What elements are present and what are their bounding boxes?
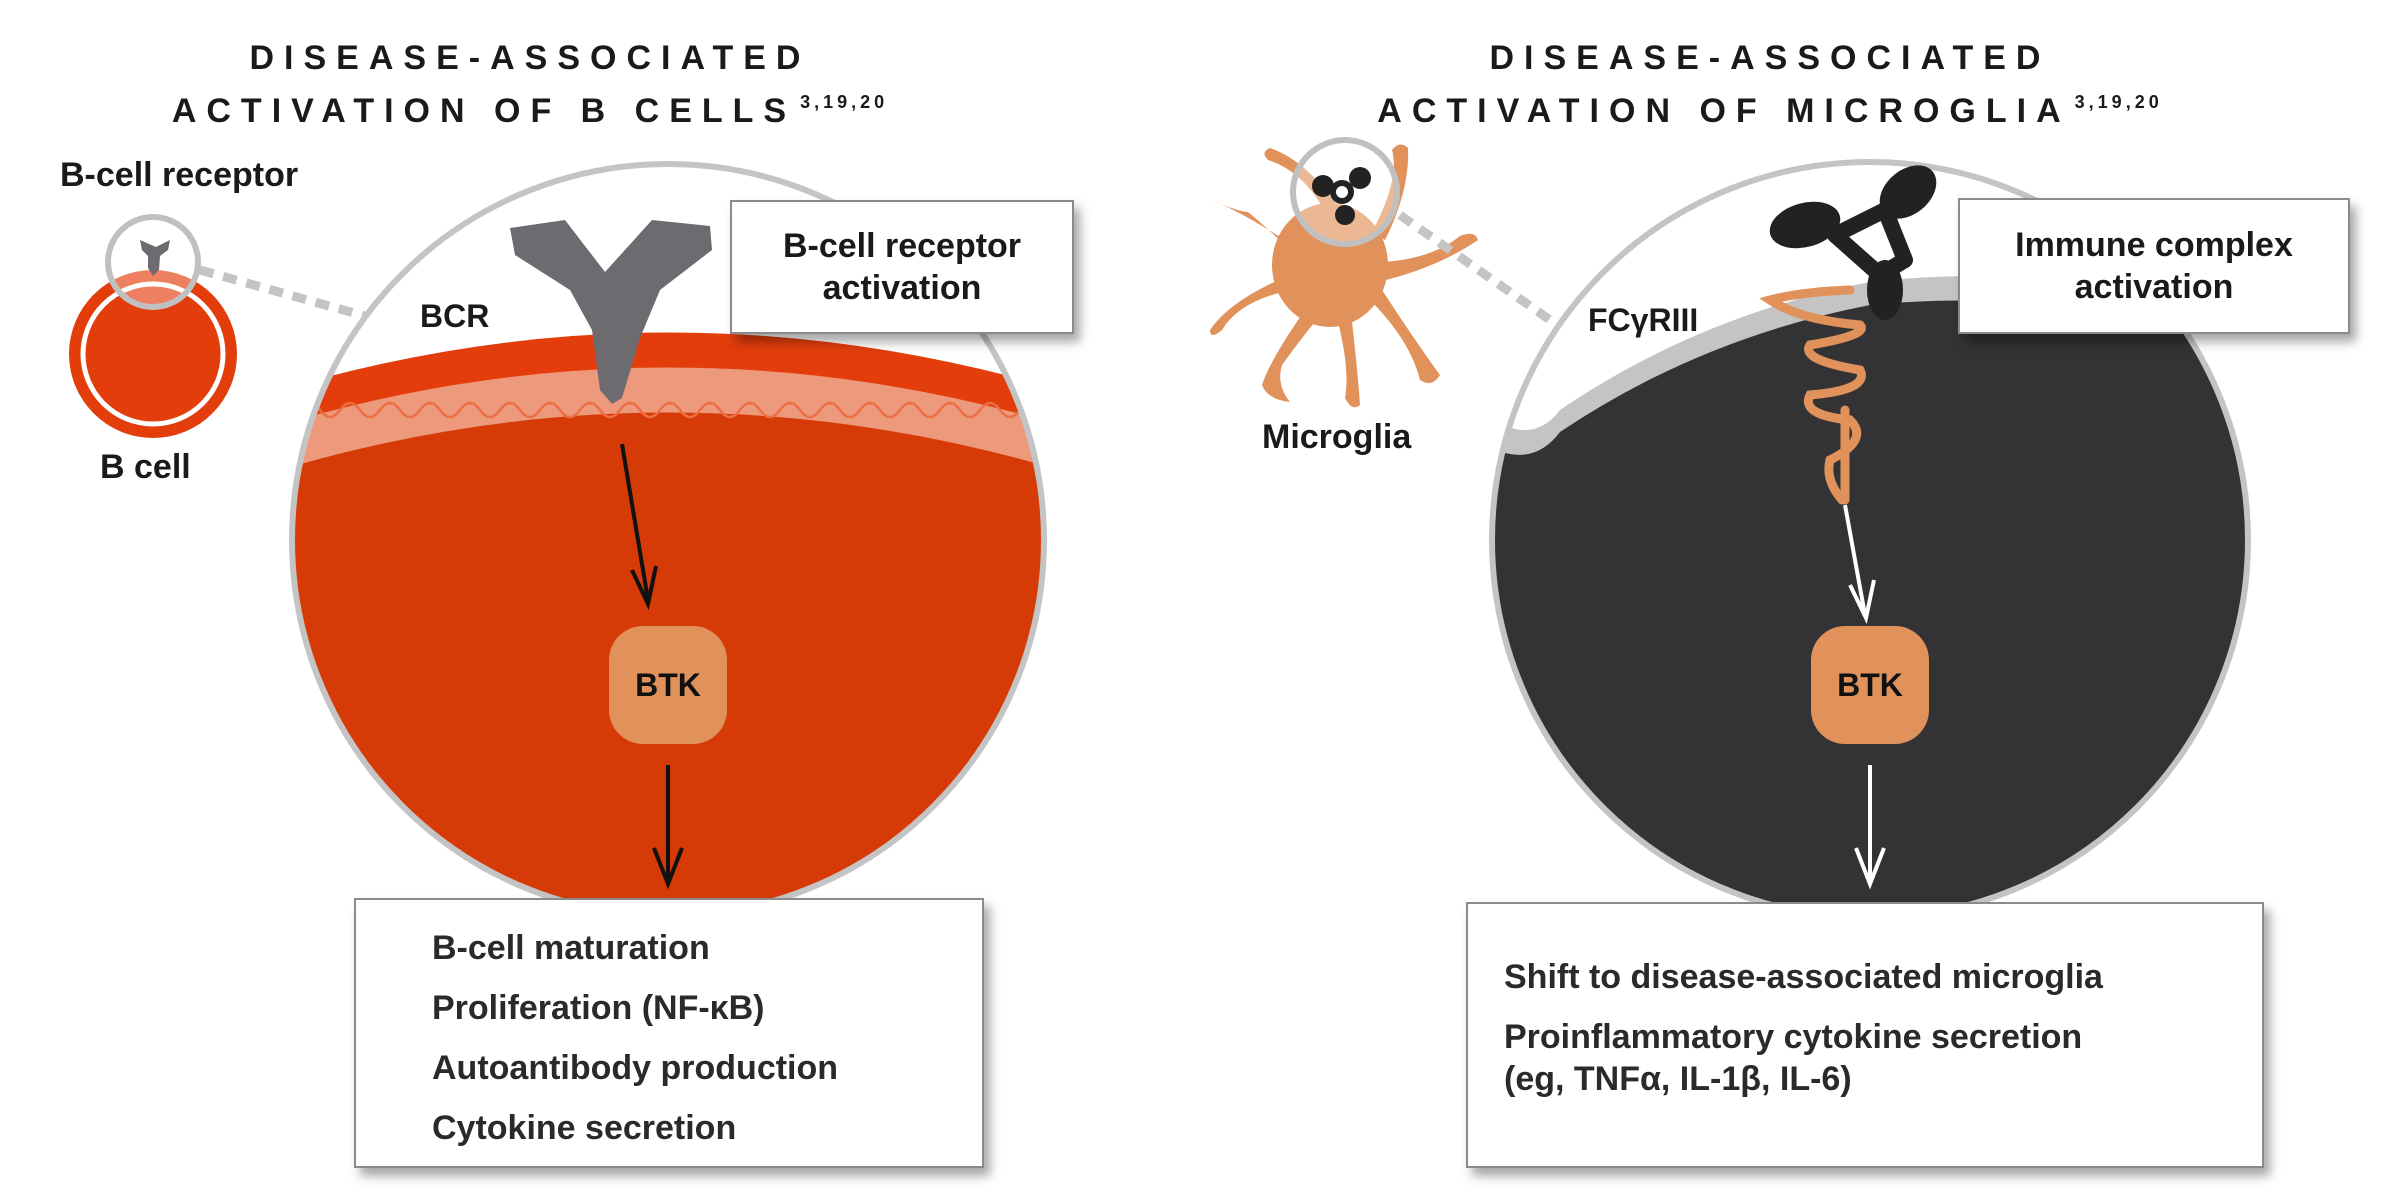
arrows-right — [1843, 504, 1886, 890]
b-cell-icon — [69, 214, 237, 438]
microglia-outcomes-box: Shift to disease-associated microglia Pr… — [1466, 902, 2264, 1168]
right-title-line1: DISEASE-ASSOCIATED — [1489, 39, 2051, 77]
bcr-activation-line1: B-cell receptor — [782, 227, 1022, 265]
microglia-zoom-circle — [1489, 159, 2251, 921]
b-cell-outcomes-box: B-cell maturation Proliferation (NF-κB) … — [354, 898, 984, 1168]
membrane-wave — [298, 401, 1044, 419]
right-panel-title: DISEASE-ASSOCIATED ACTIVATION OF MICROGL… — [1340, 36, 2200, 133]
b-cell-membrane — [292, 367, 1044, 470]
outcome-item: Autoantibody production — [432, 1049, 839, 1087]
bcr-activation-box: B-cell receptor activation — [730, 200, 1074, 334]
mini-immune-complex-icon — [1312, 167, 1371, 225]
b-cell-label: B cell — [100, 448, 191, 486]
microglia-cytoplasm — [1492, 294, 2248, 918]
b-cell-receptor-label: B-cell receptor — [60, 156, 299, 194]
zoom-connector-right — [1397, 211, 1553, 324]
microglia-label: Microglia — [1262, 418, 1412, 456]
bcr-label: BCR — [420, 298, 490, 334]
b-cell-outer-band — [292, 332, 1044, 425]
btk-node-left: BTK — [609, 626, 727, 744]
microglia-membrane — [1492, 276, 2248, 455]
zoom-connector-left — [198, 265, 374, 323]
fcgr-receptor-icon — [1759, 285, 1866, 505]
left-panel-title: DISEASE-ASSOCIATED ACTIVATION OF B CELLS… — [140, 36, 920, 133]
outcome-item: (eg, TNFα, IL-1β, IL-6) — [1504, 1060, 1852, 1098]
bcr-activation-line2: activation — [822, 269, 982, 307]
microglia-zoom-spot — [1290, 137, 1400, 247]
immune-complex-icon — [1769, 165, 1937, 320]
left-title-refs: 3,19,20 — [800, 92, 889, 112]
outcome-item: Shift to disease-associated microglia — [1504, 958, 2103, 996]
right-title-line2: ACTIVATION OF MICROGLIA — [1377, 92, 2071, 130]
b-cell-zoom-circle — [289, 161, 1047, 919]
mini-bcr-icon — [140, 240, 170, 276]
outcome-item: B-cell maturation — [432, 929, 710, 967]
fcgr-label: FCγRIII — [1588, 302, 1699, 338]
outcome-item: Cytokine secretion — [432, 1109, 737, 1147]
right-title-refs: 3,19,20 — [2074, 92, 2163, 112]
immune-complex-activation-box: Immune complex activation — [1958, 198, 2350, 334]
left-title-line1: DISEASE-ASSOCIATED — [249, 39, 811, 77]
outcome-item: Proinflammatory cytokine secretion — [1504, 1018, 2083, 1056]
immune-activation-line1: Immune complex — [2015, 226, 2293, 264]
bcr-receptor-icon — [510, 220, 712, 404]
btk-node-right: BTK — [1811, 626, 1929, 744]
left-title-line2: ACTIVATION OF B CELLS — [171, 92, 797, 130]
immune-activation-line2: activation — [2074, 268, 2234, 306]
microglia-icon — [1210, 144, 1478, 408]
arrows-left — [620, 443, 684, 890]
outcome-item: Proliferation (NF-κB) — [432, 989, 765, 1027]
